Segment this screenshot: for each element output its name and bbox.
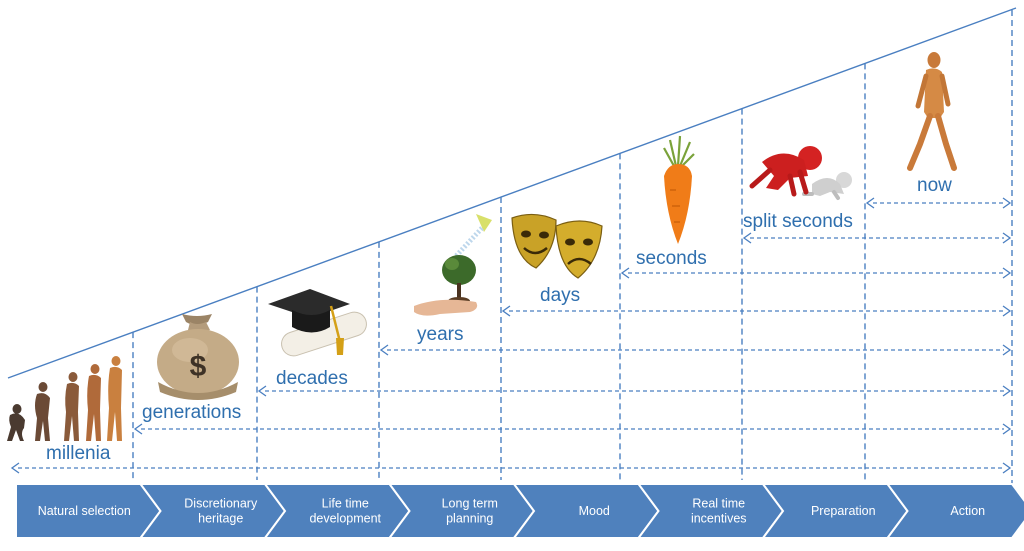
scale-label-years: years [417,324,463,345]
graduation-cap-diploma-icon [268,289,367,357]
chevron-label: Action [950,504,985,518]
plant-watering-icon [414,214,492,316]
illustrations: $ [7,52,957,441]
chevron-7: Preparation [761,483,909,539]
horizon-arrow-3 [257,385,1012,397]
process-chevrons: Natural selectionDiscretionaryheritageLi… [15,483,1024,539]
horizon-arrow-8 [865,197,1012,209]
chevron-5: Mood [512,483,660,539]
walking-man-icon [907,52,957,171]
money-bag-icon: $ [157,314,239,400]
time-horizon-slope-line [7,7,1017,379]
chevron-label: development [309,512,381,526]
horizon-arrow-4 [379,344,1012,356]
scale-label-generations: generations [142,402,241,423]
chevron-label: Mood [579,504,610,518]
sprinter-figures-icon [749,146,852,200]
carrot-icon [663,135,695,244]
chevron-1: Natural selection [15,483,162,539]
dashed-grid [10,10,1013,505]
time-scale-labels: millenia generations decades years days secon… [46,175,952,464]
chevron-label: Long term [442,497,498,511]
chevron-label: Preparation [811,504,876,518]
chevron-label: Life time [322,497,369,511]
horizon-arrow-2 [133,423,1012,435]
scale-label-decades: decades [276,368,348,389]
theatre-masks-icon [511,213,603,279]
chevron-label: Natural selection [38,504,131,518]
evolution-figures-icon [7,356,122,441]
chevron-8: Action [885,483,1024,539]
chevron-label: heritage [198,512,243,526]
scale-label-seconds: seconds [636,248,707,269]
scale-label-now: now [917,175,952,196]
chevron-label: incentives [691,512,747,526]
chevron-label: Real time [692,497,745,511]
scale-label-days: days [540,285,580,306]
horizon-arrow-5 [501,305,1012,317]
chevron-label: Discretionary [184,497,258,511]
horizon-arrow-7 [742,232,1012,244]
chevron-label: planning [446,512,493,526]
horizon-arrow-6 [620,267,1012,279]
horizon-arrow-1 [10,462,1012,474]
scale-label-millenia: millenia [46,443,111,464]
svg-text:$: $ [190,350,207,383]
scale-label-split-seconds: split seconds [743,211,853,232]
